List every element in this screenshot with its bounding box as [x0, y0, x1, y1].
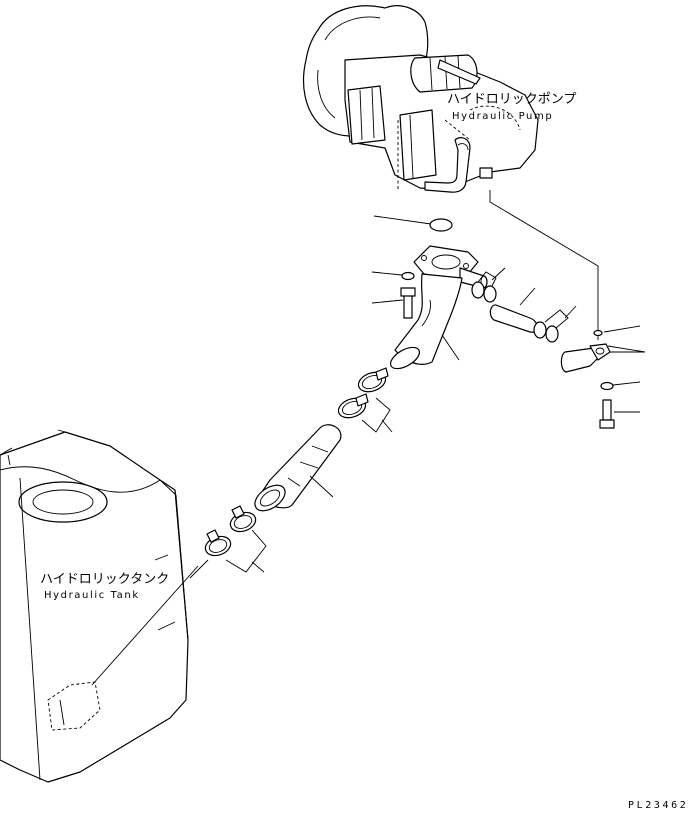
- suction-elbow: [389, 245, 488, 370]
- small-hose-assembly: [471, 267, 646, 373]
- right-hardware: [593, 325, 641, 429]
- lower-clamps: [189, 505, 267, 579]
- upper-clamps: [337, 367, 393, 433]
- large-hose: [254, 424, 342, 512]
- hydraulic-pump: [303, 5, 539, 193]
- drawing-code: PL23462: [628, 800, 688, 811]
- leader-tank: [91, 565, 199, 686]
- pump-label-en: Hydraulic Pump: [452, 111, 553, 122]
- leader-port: [489, 190, 599, 340]
- hydraulic-tank: [0, 429, 189, 783]
- tank-label-en: Hydraulic Tank: [44, 590, 140, 601]
- o-ring: [373, 215, 453, 232]
- tank-label-jp: ハイドロリックタンク: [40, 572, 169, 587]
- pump-label-jp: ハイドロリックポンプ: [447, 92, 576, 107]
- flange-bolt-washer: [371, 271, 416, 319]
